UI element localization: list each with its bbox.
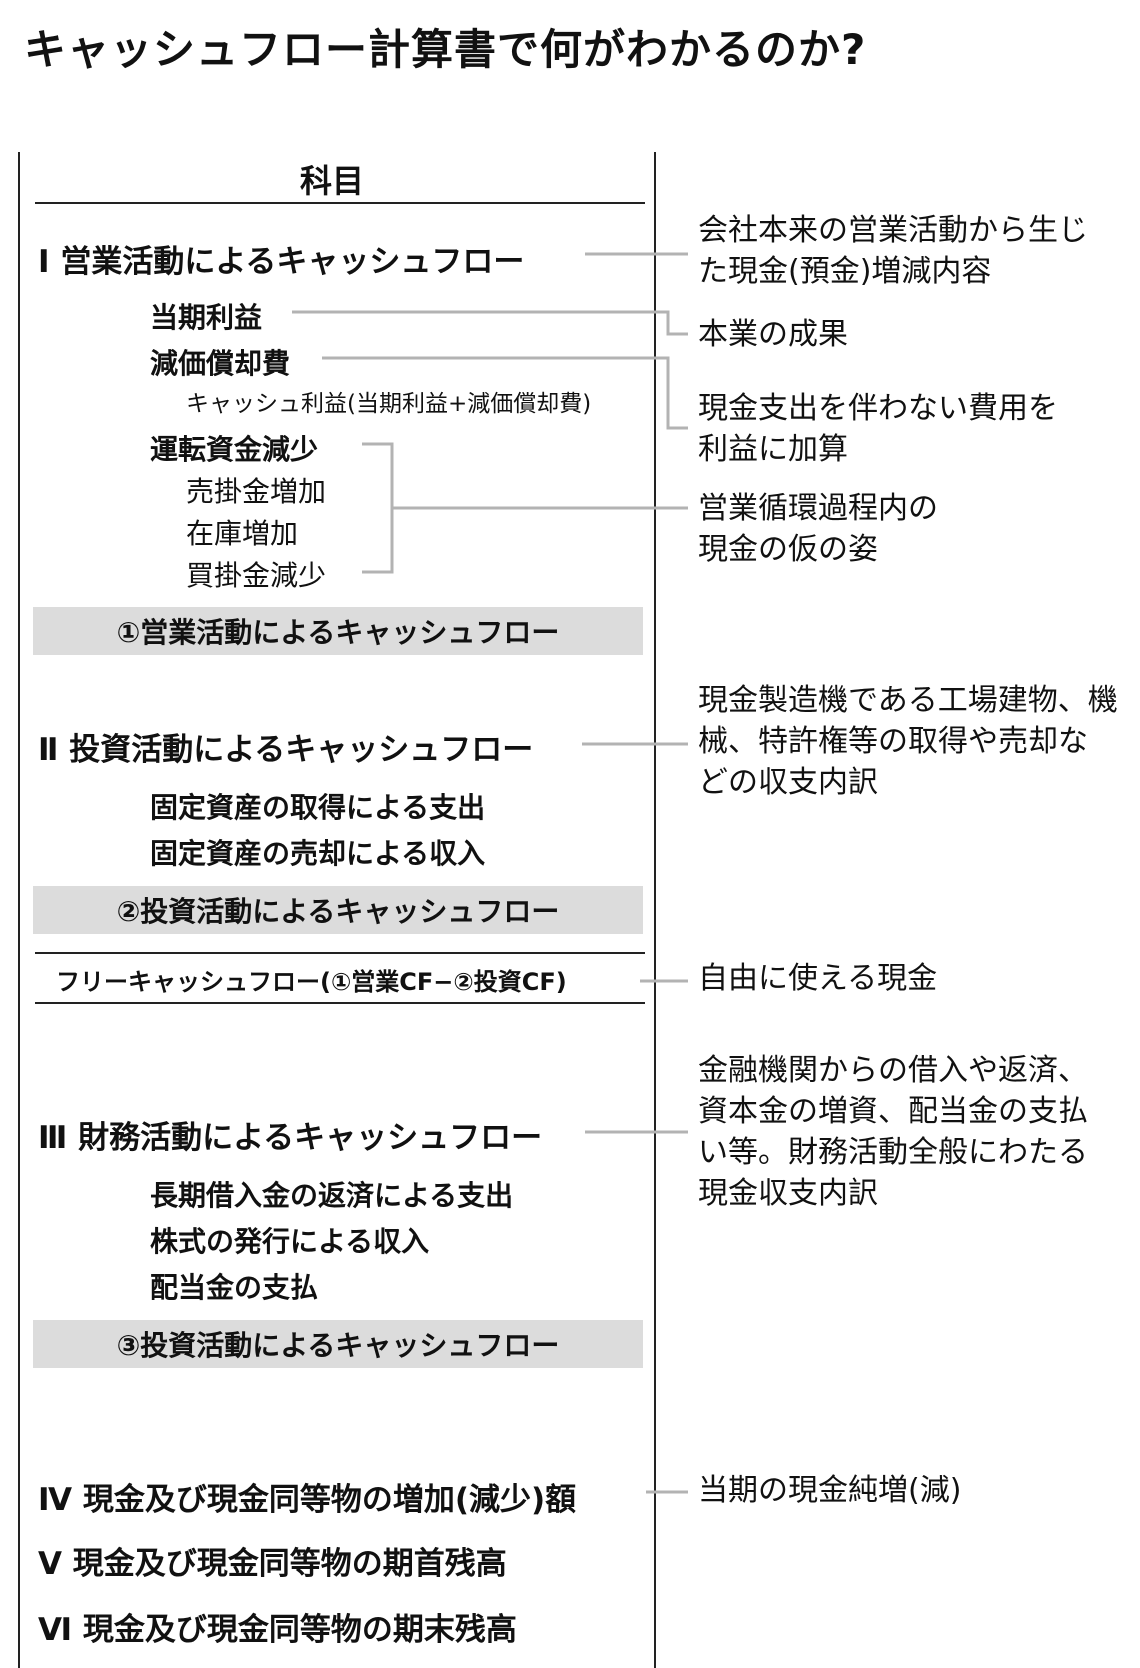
investing-subtotal-box: ②投資活動によるキャッシュフロー	[33, 886, 643, 934]
fcf-note: 自由に使える現金	[698, 961, 938, 996]
financing-subtotal-box: ③投資活動によるキャッシュフロー	[33, 1320, 643, 1368]
investing-subtotal-label: ②投資活動によるキャッシュフロー	[116, 895, 560, 928]
operating-subtotal-label: ①営業活動によるキャッシュフロー	[116, 616, 560, 649]
column-header: 科目	[300, 162, 365, 200]
financing-note: 金融機関からの借入や返済、 資本金の増資、配当金の支払 い等。財務活動全般にわた…	[698, 1053, 1088, 1211]
acquisition-label: 固定資産の取得による支出	[150, 791, 486, 824]
net-income-note: 本業の成果	[698, 317, 848, 352]
working-capital-label: 運転資金減少	[150, 433, 319, 466]
fcf-bottom-rule	[35, 1002, 645, 1004]
inventory-label: 在庫増加	[186, 517, 299, 550]
connector-depreciation	[322, 356, 688, 430]
connector-net-income	[292, 310, 688, 336]
loan-repayment-label: 長期借入金の返済による支出	[150, 1179, 514, 1212]
fcf-label: フリーキャッシュフロー(①営業CF−②投資CF)	[56, 968, 567, 996]
dividend-label: 配当金の支払	[150, 1271, 319, 1304]
working-capital-note: 営業循環過程内の 現金の仮の姿	[698, 491, 938, 567]
header-underline	[35, 202, 645, 204]
sale-label: 固定資産の売却による収入	[150, 837, 486, 870]
cash-change-label: Ⅳ 現金及び現金同等物の増加(減少)額	[38, 1482, 577, 1518]
table-left-border	[18, 152, 20, 1668]
investing-heading: Ⅱ 投資活動によるキャッシュフロー	[38, 732, 534, 768]
payables-label: 買掛金減少	[186, 559, 327, 592]
opening-balance-label: Ⅴ 現金及び現金同等物の期首残高	[38, 1546, 507, 1582]
cash-profit-label: キャッシュ利益(当期利益+減価償却費)	[186, 391, 592, 417]
investing-note: 現金製造機である工場建物、機 械、特許権等の取得や売却な どの収支内訳	[698, 683, 1118, 800]
receivables-label: 売掛金増加	[186, 475, 327, 508]
page-title: キャッシュフロー計算書で何がわかるのか?	[24, 25, 867, 74]
table-column-divider	[654, 152, 656, 1668]
cash-change-note: 当期の現金純増(減)	[698, 1473, 962, 1508]
fcf-top-rule	[35, 952, 645, 954]
depreciation-note: 現金支出を伴わない費用を 利益に加算	[698, 391, 1058, 467]
net-income-label: 当期利益	[150, 301, 263, 334]
operating-heading: Ⅰ 営業活動によるキャッシュフロー	[38, 244, 525, 280]
operating-subtotal-box: ①営業活動によるキャッシュフロー	[33, 607, 643, 655]
operating-note: 会社本来の営業活動から生じ た現金(預金)増減内容	[698, 213, 1088, 289]
share-issue-label: 株式の発行による収入	[150, 1225, 430, 1258]
connector-working-capital	[362, 442, 688, 574]
financing-subtotal-label: ③投資活動によるキャッシュフロー	[116, 1329, 560, 1362]
financing-heading: Ⅲ 財務活動によるキャッシュフロー	[38, 1120, 543, 1156]
depreciation-label: 減価償却費	[150, 347, 291, 380]
closing-balance-label: Ⅵ 現金及び現金同等物の期末残高	[38, 1612, 517, 1648]
